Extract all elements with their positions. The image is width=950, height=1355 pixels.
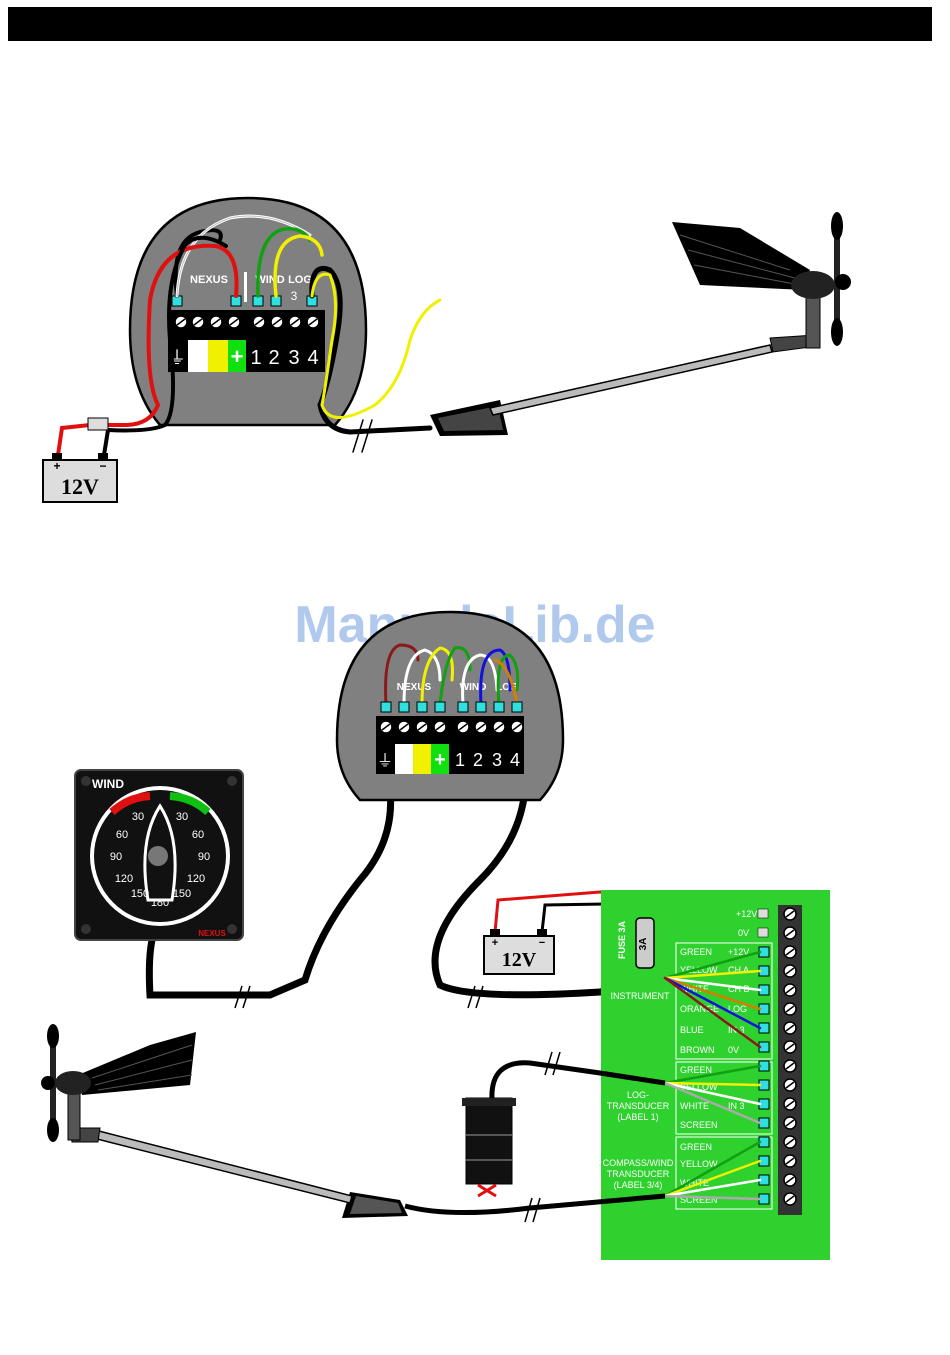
wire-color: YELLOW	[680, 965, 718, 975]
wire-color: WHITE	[680, 1178, 709, 1188]
battery-minus: −	[99, 459, 106, 473]
scale-label: 30	[176, 811, 188, 823]
battery-voltage: 12V	[502, 949, 537, 971]
wire-color: WHITE	[680, 984, 709, 994]
scale-label: 150	[173, 888, 191, 900]
wire-color: BROWN	[680, 1045, 715, 1055]
nexus-label: NEXUS	[190, 274, 228, 286]
wire-function: 0V	[728, 1045, 739, 1055]
terminal-number: 2	[268, 347, 279, 369]
wire-color: GREEN	[680, 1065, 712, 1075]
log-label-line: TRANSDUCER	[607, 1101, 670, 1111]
ground-symbol: ⏚	[377, 752, 393, 770]
compass-transducer-label: COMPASS/WIND TRANSDUCER (LABEL 3/4)	[603, 1158, 674, 1190]
wire-function: CH B	[728, 984, 750, 994]
scale-label: 90	[110, 851, 122, 863]
wind-label: WIND	[255, 274, 284, 286]
panel-wires	[663, 950, 762, 1201]
instrument-group-label: INSTRUMENT	[611, 991, 670, 1001]
power-label: 0V	[738, 928, 749, 938]
instrument-brand: WIND	[92, 777, 124, 791]
scale-label: 60	[192, 829, 204, 841]
battery-minus: −	[539, 937, 545, 949]
wind-label: WIND	[460, 682, 487, 693]
compass-label-line: (LABEL 3/4)	[614, 1180, 663, 1190]
wire-color: BLUE	[680, 1025, 704, 1035]
log-transducer	[462, 1051, 666, 1198]
wire-color: GREEN	[680, 1142, 712, 1152]
wind-vane-unit-2	[41, 1024, 666, 1223]
scale-label: 60	[116, 829, 128, 841]
power-label: +12V	[736, 909, 757, 919]
scale-label: 120	[187, 873, 205, 885]
wire-color: YELLOW	[680, 1159, 718, 1169]
scale-label: 120	[115, 873, 133, 885]
scale-label: 150	[131, 888, 149, 900]
log-label-line: (LABEL 1)	[617, 1112, 658, 1122]
cables-2	[145, 786, 679, 999]
wire-color: GREEN	[680, 947, 712, 957]
log-transducer-label: LOG- TRANSDUCER (LABEL 1)	[607, 1090, 670, 1122]
junction-box-1: ⏚ + 1 2 3 4 NEXUS WIND LOG 3	[128, 196, 368, 427]
wire-color: ORANGE	[680, 1004, 719, 1014]
compass-label-line: COMPASS/WIND	[603, 1158, 674, 1168]
wire-color: SCREEN	[680, 1195, 718, 1205]
log-wire-list: GREEN YELLOW WHITE IN 3 SCREEN	[680, 1065, 745, 1130]
battery-plus: +	[492, 937, 498, 949]
log-label: LOG	[288, 274, 312, 286]
instrument-scale: 30 60 90 120 150 180 150 120 90 60 30	[110, 811, 210, 909]
terminal-number: 1	[455, 750, 465, 770]
terminal-number: 2	[473, 750, 483, 770]
compass-label-line: TRANSDUCER	[607, 1169, 670, 1179]
battery-1: + − 12V	[42, 453, 118, 503]
nexus-label: NEXUS	[397, 682, 432, 693]
compass-wire-list: GREEN YELLOW WHITE SCREEN	[680, 1142, 718, 1205]
terminal-number: 1	[250, 347, 261, 369]
battery-plus: +	[53, 459, 60, 473]
wind-instrument-display: WIND NEXUS 30 60 90 120 150 180 150 120 …	[74, 769, 244, 941]
diagram-1-basic-wind-connection: ⏚ + 1 2 3 4 NEXUS WIND LOG 3	[42, 196, 851, 503]
terminal-number: 4	[307, 347, 318, 369]
wire-function: CH A	[728, 965, 749, 975]
scale-label: 90	[198, 851, 210, 863]
log-label-line: LOG-	[627, 1090, 649, 1100]
connection-panel: FUSE 3A 3A +12V 0V INSTRUMENT GREEN +12V…	[601, 890, 830, 1260]
wire-color: SCREEN	[680, 1120, 718, 1130]
header-bar	[8, 7, 932, 41]
plus-terminal-label: +	[231, 344, 244, 369]
wire-color: WHITE	[680, 1101, 709, 1111]
fuse-value: 3A	[638, 938, 649, 951]
fuse-label: FUSE 3A	[617, 920, 627, 959]
channel-label: 3	[291, 289, 298, 303]
wires-1	[56, 214, 442, 457]
instrument-maker: NEXUS	[198, 929, 226, 938]
scale-label: 180	[151, 897, 169, 909]
scale-label: 30	[132, 811, 144, 823]
terminal-number: 4	[510, 750, 520, 770]
wire-color: YELLOW	[680, 1082, 718, 1092]
log-label: LOG	[496, 682, 518, 693]
junction-box-2: ⏚ + 1 2 3 4 NEXUS WIND LOG	[335, 610, 565, 802]
terminal-number: 3	[288, 347, 299, 369]
wire-function: LOG	[728, 1004, 747, 1014]
plus-terminal-label: +	[434, 749, 446, 771]
diagram-2-system-connection: ⏚ + 1 2 3 4 NEXUS WIND LOG	[41, 610, 830, 1260]
wind-vane-unit-1	[430, 212, 851, 436]
battery-voltage: 12V	[61, 474, 99, 499]
terminal-number: 3	[492, 750, 502, 770]
wire-function: +12V	[728, 947, 749, 957]
wire-function: IN 3	[728, 1101, 745, 1111]
